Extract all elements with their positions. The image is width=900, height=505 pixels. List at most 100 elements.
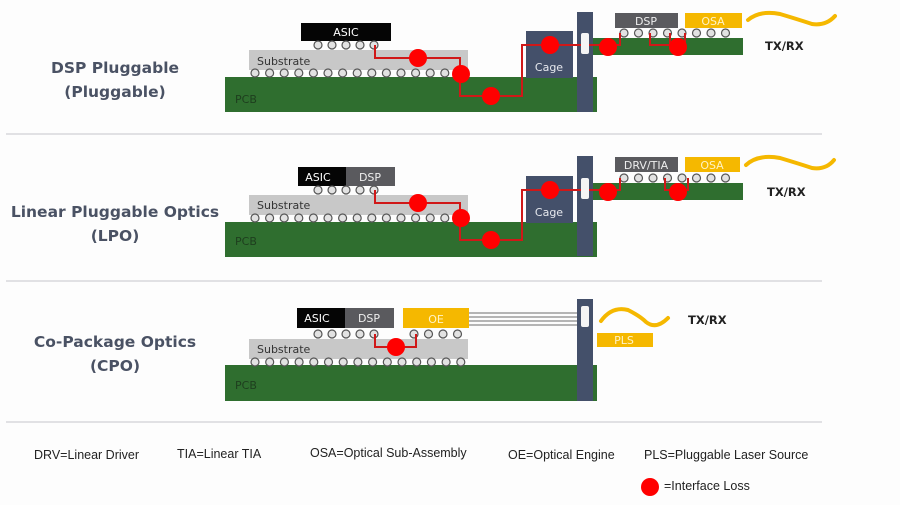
- solder-ball: [456, 357, 466, 367]
- solder-ball: [338, 213, 348, 223]
- legend-interface-loss: =Interface Loss: [664, 479, 750, 493]
- pcb-label: PCB: [235, 93, 257, 106]
- dsp-label: DSP: [359, 171, 381, 184]
- solder-ball: [313, 40, 323, 50]
- connector-slot: [581, 178, 589, 199]
- module-board: [593, 183, 743, 200]
- solder-ball: [619, 173, 629, 183]
- pcb-label: PCB: [235, 379, 257, 392]
- dsp-chip: [615, 13, 678, 28]
- oe-chip: [403, 308, 469, 328]
- cage-label: Cage: [535, 61, 563, 74]
- pcb: [225, 77, 597, 112]
- solder-ball: [368, 357, 378, 367]
- solder-ball: [381, 213, 391, 223]
- solder-ball: [294, 213, 304, 223]
- row-dsp-pluggable: PCB Substrate ASIC Cage DSP OSA TX/RX: [225, 10, 837, 112]
- solder-ball: [720, 28, 731, 38]
- solder-ball: [412, 357, 422, 367]
- legend-osa: OSA=Optical Sub-Assembly: [310, 446, 467, 460]
- solder-ball: [425, 68, 435, 78]
- solder-ball: [355, 185, 365, 195]
- solder-ball: [338, 357, 348, 367]
- legend-tia: TIA=Linear TIA: [177, 447, 262, 461]
- solder-ball: [411, 68, 421, 78]
- solder-ball: [341, 40, 351, 50]
- drv-tia-label: DRV/TIA: [624, 159, 669, 172]
- osa-chip: [685, 13, 742, 28]
- pls-module: [597, 333, 653, 347]
- solder-ball: [265, 357, 275, 367]
- row-title-lpo: Linear Pluggable Optics (LPO): [0, 200, 230, 248]
- substrate-label: Substrate: [257, 199, 311, 212]
- solder-ball: [691, 173, 702, 183]
- solder-ball: [648, 173, 658, 183]
- solder-ball: [308, 213, 318, 223]
- solder-ball: [633, 173, 644, 183]
- interface-loss-marker: [387, 338, 405, 356]
- signal-trace: [374, 189, 581, 241]
- solder-ball: [440, 213, 450, 223]
- dsp-label: DSP: [635, 15, 657, 28]
- substrate-solder-balls: [250, 68, 450, 78]
- solder-ball: [441, 357, 451, 367]
- substrate-label: Substrate: [257, 343, 311, 356]
- txrx-label: TX/RX: [765, 39, 804, 53]
- substrate-solder-balls: [250, 213, 450, 223]
- faceplate: [577, 12, 593, 112]
- optical-wave: [746, 10, 837, 27]
- solder-ball: [355, 40, 365, 50]
- optical-wave: [744, 154, 836, 171]
- solder-ball: [691, 28, 702, 38]
- substrate-label: Substrate: [257, 55, 311, 68]
- solder-ball: [633, 28, 644, 38]
- pls-label: PLS: [614, 334, 634, 347]
- solder-ball: [313, 185, 323, 195]
- solder-ball: [279, 357, 289, 367]
- solder-ball: [323, 213, 333, 223]
- solder-ball: [438, 329, 448, 339]
- connector-slot: [581, 33, 589, 54]
- solder-ball: [323, 357, 334, 367]
- asic-chip: [301, 23, 391, 41]
- faceplate: [577, 156, 593, 256]
- solder-ball: [396, 213, 406, 223]
- row-title-dsp-pluggable: DSP Pluggable (Pluggable): [0, 56, 230, 104]
- oe-solder-balls: [409, 329, 463, 339]
- asic-chip: [298, 167, 346, 186]
- module-solder-balls: [619, 173, 731, 183]
- solder-ball: [250, 213, 260, 223]
- interface-loss-marker: [599, 38, 617, 56]
- signal-trace: [374, 44, 581, 97]
- row-title-cpo: Co-Package Optics (CPO): [0, 330, 230, 378]
- row-title-line1: Linear Pluggable Optics: [10, 203, 220, 221]
- solder-ball: [411, 213, 421, 223]
- optical-fibers: [469, 312, 580, 326]
- solder-ball: [265, 213, 275, 223]
- pcb: [225, 365, 597, 401]
- solder-ball: [382, 357, 392, 367]
- solder-ball: [279, 213, 289, 223]
- solder-ball: [426, 357, 436, 367]
- osa-label: OSA: [701, 15, 725, 28]
- solder-ball: [250, 357, 260, 367]
- interface-loss-marker: [482, 231, 500, 249]
- solder-ball: [294, 68, 304, 78]
- optical-wave: [599, 307, 670, 328]
- solder-ball: [308, 68, 318, 78]
- asic-label: ASIC: [304, 312, 330, 325]
- asic-solder-balls: [313, 185, 379, 195]
- asic-label: ASIC: [305, 171, 331, 184]
- solder-ball: [706, 28, 716, 38]
- dsp-chip: [346, 167, 395, 186]
- solder-ball: [313, 329, 323, 339]
- asic-chip: [297, 308, 345, 328]
- solder-ball: [423, 329, 434, 339]
- solder-ball: [440, 68, 450, 78]
- connector-slot: [581, 306, 589, 327]
- substrate: [249, 339, 468, 359]
- solder-ball: [397, 357, 407, 367]
- interface-loss-marker: [669, 183, 687, 201]
- asic-label: ASIC: [333, 26, 359, 39]
- solder-ball: [355, 329, 365, 339]
